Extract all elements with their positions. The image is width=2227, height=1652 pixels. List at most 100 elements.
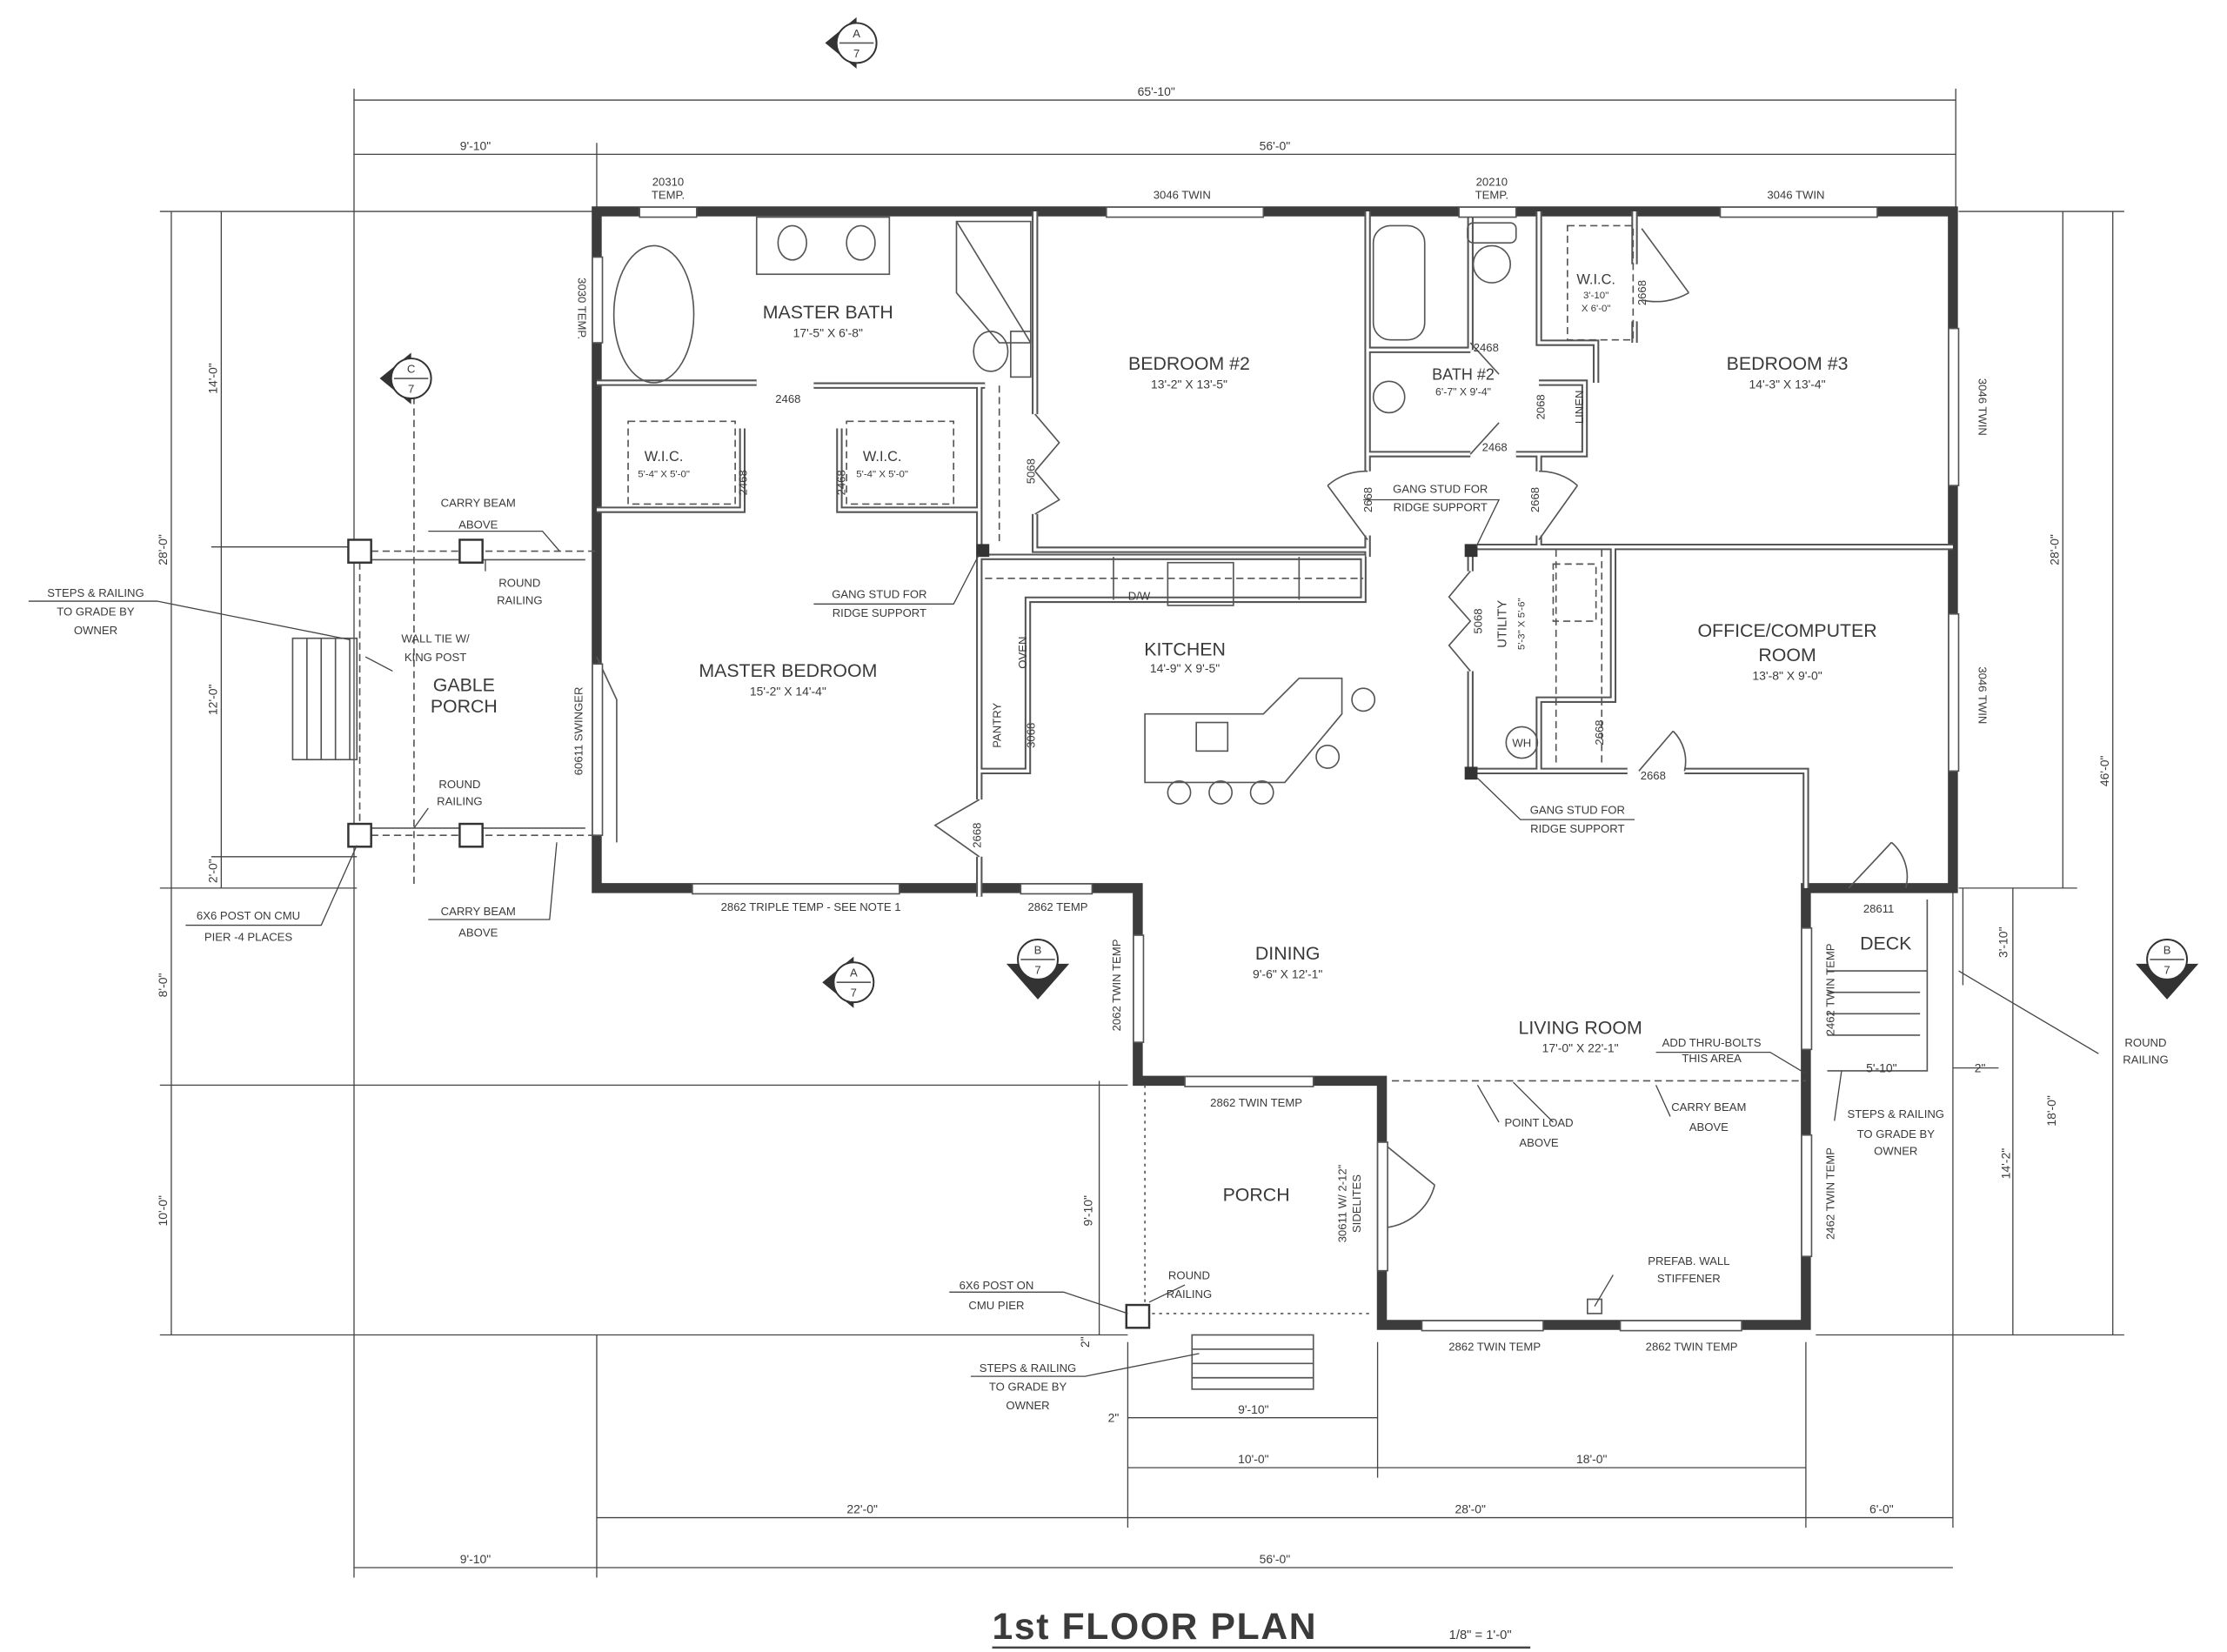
svg-text:2468: 2468	[775, 392, 800, 405]
svg-text:9'-10": 9'-10"	[460, 138, 492, 152]
svg-text:7: 7	[1034, 963, 1040, 976]
svg-text:5'-4" X 5'-0": 5'-4" X 5'-0"	[638, 469, 690, 479]
room-wic-2: W.I.C.	[863, 449, 902, 465]
room-office: OFFICE/COMPUTER	[1697, 620, 1876, 641]
svg-text:2668: 2668	[1528, 487, 1542, 512]
svg-text:9'-10": 9'-10"	[1238, 1402, 1269, 1416]
svg-text:CARRY BEAM: CARRY BEAM	[441, 905, 516, 918]
svg-text:14'-0": 14'-0"	[205, 363, 219, 394]
svg-text:6'-0": 6'-0"	[1869, 1502, 1894, 1516]
dimension-lines	[159, 88, 2124, 1578]
fixtures	[612, 216, 1635, 805]
svg-text:60611 SWINGER: 60611 SWINGER	[572, 686, 585, 775]
gable-steps	[291, 637, 358, 761]
svg-text:WH: WH	[1512, 736, 1531, 749]
sink-icon	[846, 224, 876, 261]
svg-text:2062 TWIN TEMP: 2062 TWIN TEMP	[1110, 939, 1123, 1031]
svg-text:RIDGE SUPPORT: RIDGE SUPPORT	[1530, 822, 1624, 835]
porch-steps	[1191, 1334, 1314, 1390]
toilet-icon	[973, 331, 1009, 372]
svg-text:RIDGE SUPPORT: RIDGE SUPPORT	[1394, 501, 1488, 514]
svg-text:ABOVE: ABOVE	[458, 518, 498, 531]
svg-text:5'-3" X 5'-6": 5'-3" X 5'-6"	[1517, 598, 1528, 650]
svg-text:2468: 2468	[1482, 441, 1508, 454]
svg-text:ABOVE: ABOVE	[1689, 1120, 1729, 1134]
svg-text:2462 TWIN TEMP: 2462 TWIN TEMP	[1824, 943, 1837, 1035]
svg-text:13'-8" X 9'-0": 13'-8" X 9'-0"	[1752, 668, 1822, 682]
title-block: 1st FLOOR PLAN 1/8" = 1'-0"	[993, 1606, 1531, 1649]
svg-text:ROUND: ROUND	[498, 577, 540, 590]
notes: GANG STUD FOR RIDGE SUPPORT GANG STUD FO…	[47, 482, 2168, 1412]
svg-text:CMU PIER: CMU PIER	[968, 1299, 1024, 1312]
bathtub-icon	[612, 244, 695, 384]
svg-text:3046 TWIN: 3046 TWIN	[1976, 666, 1989, 724]
svg-text:RIDGE SUPPORT: RIDGE SUPPORT	[833, 606, 926, 619]
svg-text:17'-5" X 6'-8": 17'-5" X 6'-8"	[793, 325, 863, 339]
room-dining: DINING	[1255, 943, 1321, 964]
svg-text:2468: 2468	[1474, 341, 1499, 354]
svg-text:STEPS & RAILING: STEPS & RAILING	[47, 586, 144, 599]
svg-text:3030 TEMP.: 3030 TEMP.	[576, 278, 589, 339]
svg-text:3046 TWIN: 3046 TWIN	[1154, 188, 1211, 201]
svg-text:2'-0": 2'-0"	[205, 859, 219, 883]
svg-text:WALL TIE W/: WALL TIE W/	[401, 632, 470, 645]
svg-text:3'-10": 3'-10"	[1996, 926, 2010, 958]
kitchen-island	[1144, 677, 1343, 784]
room-bedroom-2: BEDROOM #2	[1128, 353, 1250, 374]
svg-text:14'-2": 14'-2"	[1999, 1148, 2013, 1180]
room-master-bedroom: MASTER BEDROOM	[699, 660, 877, 681]
svg-text:RAILING: RAILING	[497, 593, 542, 606]
svg-text:3'-10": 3'-10"	[1583, 291, 1608, 301]
svg-text:STEPS & RAILING: STEPS & RAILING	[1848, 1107, 1944, 1120]
post-icon	[458, 822, 484, 848]
svg-text:OWNER: OWNER	[1874, 1145, 1917, 1158]
windows	[592, 206, 1960, 1332]
section-marker-a-top: A 7	[825, 17, 878, 69]
svg-text:6X6 POST ON: 6X6 POST ON	[960, 1279, 1034, 1292]
svg-text:THIS AREA: THIS AREA	[1682, 1052, 1742, 1065]
cooktop-icon	[1195, 721, 1229, 752]
post-icon	[347, 538, 372, 564]
svg-text:17'-0" X 22'-1": 17'-0" X 22'-1"	[1542, 1041, 1619, 1055]
room-kitchen: KITCHEN	[1144, 639, 1226, 659]
svg-text:10'-0": 10'-0"	[1238, 1452, 1269, 1466]
svg-text:28'-0": 28'-0"	[156, 534, 170, 565]
svg-text:B: B	[1034, 943, 1042, 956]
svg-text:2668: 2668	[1593, 719, 1606, 745]
svg-text:7: 7	[851, 987, 857, 1000]
sink-icon	[1372, 380, 1406, 414]
svg-text:TO GRADE BY: TO GRADE BY	[1857, 1127, 1936, 1140]
svg-text:28'-0": 28'-0"	[2047, 534, 2061, 565]
svg-text:3046 TWIN: 3046 TWIN	[1767, 188, 1824, 201]
svg-text:B: B	[2163, 943, 2171, 956]
section-marker-c-left: C 7	[379, 352, 432, 405]
svg-text:2462 TWIN TEMP: 2462 TWIN TEMP	[1824, 1147, 1837, 1240]
room-utility: UTILITY	[1495, 600, 1509, 648]
leader-lines	[28, 498, 2099, 1377]
svg-text:SIDELITES: SIDELITES	[1350, 1174, 1363, 1233]
post-icon	[1125, 1303, 1151, 1329]
svg-text:7: 7	[408, 382, 414, 395]
svg-text:8'-0": 8'-0"	[156, 973, 170, 998]
svg-text:TEMP.: TEMP.	[652, 188, 685, 201]
svg-text:ADD THRU-BOLTS: ADD THRU-BOLTS	[1662, 1036, 1762, 1049]
kitchen-sink-icon	[1167, 561, 1234, 606]
shower-icon	[955, 220, 1032, 344]
svg-text:2862 TRIPLE TEMP - SEE NOTE 1: 2862 TRIPLE TEMP - SEE NOTE 1	[721, 900, 901, 913]
toilet-icon	[1467, 222, 1517, 244]
svg-text:STIFFENER: STIFFENER	[1657, 1272, 1721, 1285]
window-labels: 20310 TEMP. 3046 TWIN 20210 TEMP. 3046 T…	[576, 176, 1990, 1354]
svg-text:3046 TWIN: 3046 TWIN	[1976, 378, 1989, 436]
svg-text:2068: 2068	[1535, 394, 1548, 419]
svg-text:GANG STUD FOR: GANG STUD FOR	[832, 588, 926, 601]
room-labels: MASTER BATH 17'-5" X 6'-8" BEDROOM #2 13…	[431, 272, 1912, 1206]
svg-text:TEMP.: TEMP.	[1475, 188, 1508, 201]
svg-text:7: 7	[2163, 963, 2170, 976]
svg-text:9'-10": 9'-10"	[460, 1552, 492, 1566]
svg-text:28611: 28611	[1863, 902, 1894, 915]
svg-text:D/W: D/W	[1128, 589, 1151, 602]
svg-text:KING POST: KING POST	[405, 651, 466, 664]
svg-text:ABOVE: ABOVE	[1519, 1136, 1558, 1149]
svg-text:2862 TEMP: 2862 TEMP	[1028, 900, 1088, 913]
